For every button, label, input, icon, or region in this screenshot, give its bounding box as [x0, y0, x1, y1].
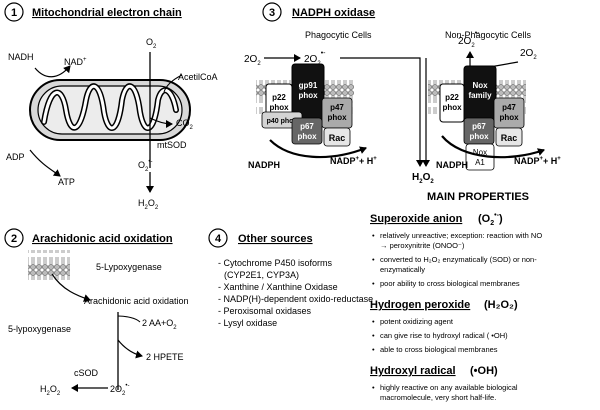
mitochondrion-inner-space	[37, 85, 183, 135]
section-number: 1	[11, 7, 17, 19]
superoxide-item: converted to H₂O₂ enzymatically (SOD) or…	[380, 255, 537, 264]
atp-label: ATP	[58, 177, 75, 187]
aa-oxidation-label: Arachidonic acid oxidation	[84, 296, 189, 306]
acetilcoa-label: AcetilCoA	[178, 72, 218, 82]
o2-label: O2	[146, 37, 157, 50]
atp-arrow	[29, 149, 61, 177]
svg-text:•: •	[372, 383, 375, 392]
section-number-badge	[208, 228, 228, 248]
nonphag-nadph-label: NADPH	[436, 160, 468, 170]
rac-label-2: Rac	[501, 133, 518, 143]
co2-label: CO2	[176, 118, 194, 131]
p67-box	[291, 117, 323, 145]
svg-text:•: •	[372, 345, 375, 354]
h2o2-label-2: H2O2	[40, 384, 61, 397]
source-item: - Xanthine / Xanthine Oxidase	[218, 282, 338, 292]
phagocytic-label: Phagocytic Cells	[305, 30, 372, 40]
phag-nadph-arrow	[269, 139, 367, 159]
section-4-other-sources: 4 Other sources - Cytochrome P450 isofor…	[208, 228, 373, 328]
section-number-badge	[4, 2, 24, 22]
h2o2-label-3: H2O2	[412, 172, 434, 185]
nonphag-nadp-label: NADP++ H+	[514, 156, 561, 166]
mtsod-label: mtSOD	[157, 140, 187, 150]
membrane-bilayer	[28, 250, 70, 280]
phag-o2-label: 2O2	[244, 54, 261, 67]
h2o2-label-1: H2O2	[138, 198, 159, 211]
hydroxyl-radical-item: macromolecule, very short half-life.	[380, 393, 496, 402]
svg-text:•: •	[372, 255, 375, 264]
superoxide-item: •	[372, 231, 375, 240]
rac-box	[323, 127, 351, 147]
section-title: Arachidonic acid oxidation	[32, 233, 173, 245]
main-properties: MAIN PROPERTIES Superoxide anion (O2•-) …	[370, 191, 542, 402]
superoxide-title: Superoxide anion	[370, 213, 463, 225]
superoxide-label-1: O2•-	[138, 159, 152, 173]
hydrogen-peroxide-item: able to cross biological membranes	[380, 345, 498, 354]
source-item: - Peroxisomal oxidases	[218, 306, 312, 316]
source-item: - Lysyl oxidase	[218, 318, 277, 328]
adp-label: ADP	[6, 152, 25, 162]
nadh-arrow	[34, 65, 71, 78]
csod-label: cSOD	[74, 368, 99, 378]
section-title: Other sources	[238, 233, 313, 245]
superoxide-item: relatively unreactive; exception: reacti…	[380, 231, 542, 240]
superoxide-item: enzymatically	[380, 265, 425, 274]
section-number: 4	[215, 233, 222, 245]
superoxide-item: → peroxynitrite (ONOO⁻)	[380, 241, 465, 250]
section-1-mitochondria: 1 Mitochondrial electron chain NAD+ NADH…	[4, 2, 218, 211]
superoxide-label-2: 2O2•-	[110, 383, 129, 397]
nonphag-nadph-arrow	[441, 135, 545, 159]
section-3-nadph-oxidase: 3 NADPH oxidase Phagocytic Cells Non-Pha…	[244, 2, 561, 185]
svg-text:•: •	[372, 331, 375, 340]
lox-arrow	[51, 273, 91, 302]
svg-text:•: •	[372, 279, 375, 288]
nonphag-superoxide-label: 2O2•-	[458, 30, 480, 49]
source-item: (CYP2E1, CYP3A)	[224, 270, 299, 280]
rac-box-2	[495, 127, 523, 147]
hydroxyl-radical-formula: (•OH)	[470, 365, 498, 377]
properties-title: MAIN PROPERTIES	[427, 191, 529, 203]
hydroxyl-radical-item: highly reactive on any available biologi…	[380, 383, 518, 392]
nadh-label: NADH	[8, 52, 34, 62]
hydrogen-peroxide-item: can give rise to hydroxyl radical ( •OH)	[380, 331, 508, 340]
hpete-label: 2 HPETE	[146, 352, 184, 362]
p40-label: p40 phox	[267, 118, 298, 125]
source-item: - NADP(H)-dependent oxido-reductase	[218, 294, 373, 304]
nad-label: NAD+	[64, 57, 87, 67]
section-title: Mitochondrial electron chain	[32, 7, 182, 19]
section-2-arachidonic: 2 Arachidonic acid oxidation 5-Lypoxygen…	[4, 228, 189, 397]
phag-nadp-label: NADP++ H+	[330, 156, 377, 166]
rac-label: Rac	[329, 133, 346, 143]
aa-o2-label: 2 AA+O2	[142, 318, 177, 331]
section-number-badge	[262, 2, 282, 22]
source-item: - Cytochrome P450 isoforms	[218, 258, 333, 268]
svg-text:•: •	[372, 317, 375, 326]
hydrogen-peroxide-title: Hydrogen peroxide	[370, 299, 470, 311]
lox-label-1: 5-Lypoxygenase	[96, 262, 162, 272]
superoxide-formula: (O2•-)	[478, 212, 503, 227]
hydrogen-peroxide-item: potent oxidizing agent	[380, 317, 454, 326]
lox-label-2: 5-lypoxygenase	[8, 324, 71, 334]
section-number: 3	[269, 7, 275, 19]
hydroxyl-radical-title: Hydroxyl radical	[370, 365, 456, 377]
hydrogen-peroxide-formula: (H₂O₂)	[484, 299, 518, 311]
section-number: 2	[11, 233, 17, 245]
superoxide-item: poor ability to cross biological membran…	[380, 279, 520, 288]
non-phagocytic-label: Non-Phagocytic Cells	[445, 30, 532, 40]
phag-nadph-label: NADPH	[248, 160, 280, 170]
section-number-badge	[4, 228, 24, 248]
nonphag-o2-label: 2O2	[520, 48, 537, 61]
section-title: NADPH oxidase	[292, 7, 375, 19]
